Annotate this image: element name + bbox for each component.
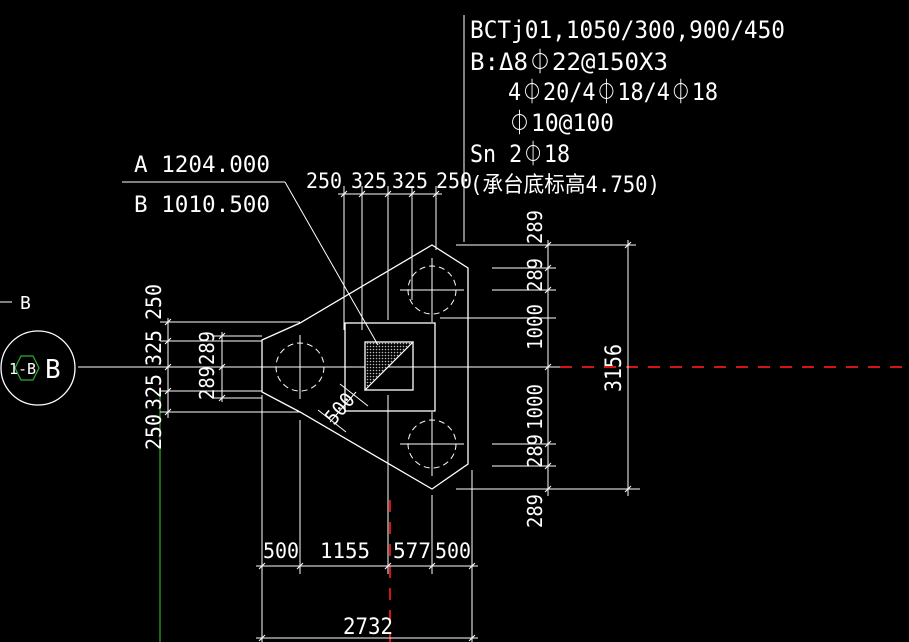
- pile-bottom[interactable]: [400, 412, 464, 476]
- dim-top-3: 325: [392, 169, 428, 193]
- dim-right-1: 289: [523, 210, 547, 244]
- axis-left-tag: B: [20, 293, 31, 314]
- column-diagonal: [364, 341, 414, 391]
- dim-right-2: 289: [523, 258, 547, 292]
- dim-top-4: 250: [436, 169, 472, 193]
- coord-leader: [284, 181, 379, 346]
- right-dimension-chain[interactable]: [440, 240, 640, 496]
- left-dimension-chain[interactable]: [160, 318, 300, 418]
- dim-right-3: 1000: [523, 304, 547, 350]
- annotation-line-4: ⏀10@100: [508, 109, 614, 137]
- bottom-dimension-chain[interactable]: [256, 395, 478, 642]
- dim-right-5: 289: [523, 434, 547, 468]
- coord-b-label: B 1010.500: [134, 193, 270, 218]
- annotation-line-5: Sn 2⏀18: [470, 140, 570, 168]
- annotation-line-1: BCTj01,1050/300,900/450: [470, 16, 785, 44]
- column-core: [364, 341, 414, 391]
- pile-left[interactable]: [268, 335, 332, 399]
- annotation-line-2: B:Δ8⏀22@150X3: [470, 48, 668, 76]
- column-outline[interactable]: [344, 322, 436, 412]
- dim-left-3: 325: [142, 374, 166, 410]
- axis-bubble-hexagon: [14, 355, 40, 381]
- annotation-line-6: (承台底标高4.750): [470, 173, 660, 198]
- dim-top-1: 250: [306, 169, 342, 193]
- dim-left-2: 325: [142, 330, 166, 366]
- axis-bubble-circle[interactable]: [0, 330, 76, 406]
- axis-bubble-inner-label: 1-B: [9, 360, 36, 378]
- dim-bottom-4: 500: [435, 539, 471, 563]
- dim-left-inner-2: 289: [195, 366, 219, 400]
- dim-bottom-3: 577: [393, 539, 431, 563]
- dim-right-4: 1000: [523, 384, 547, 430]
- coord-a-label: A 1204.000: [134, 153, 270, 178]
- pile-top[interactable]: [400, 258, 464, 322]
- axis-bubble-outer-label: B: [45, 355, 61, 385]
- dim-top-2: 325: [351, 169, 387, 193]
- dim-left-inner-1: 289: [195, 331, 219, 365]
- dim-bottom-total: 2732: [343, 615, 393, 640]
- dim-right-6: 289: [523, 494, 547, 528]
- top-dimension-chain[interactable]: [338, 186, 442, 330]
- dim-bottom-2: 1155: [320, 539, 370, 563]
- dim-left-1: 250: [142, 284, 166, 320]
- annotation-line-3: 4⏀20/4⏀18/4⏀18: [508, 78, 718, 106]
- dim-bottom-1: 500: [263, 539, 299, 563]
- diagonal-dimension[interactable]: [317, 383, 369, 433]
- dim-left-4: 250: [142, 414, 166, 450]
- dim-right-total: 3156: [602, 344, 627, 392]
